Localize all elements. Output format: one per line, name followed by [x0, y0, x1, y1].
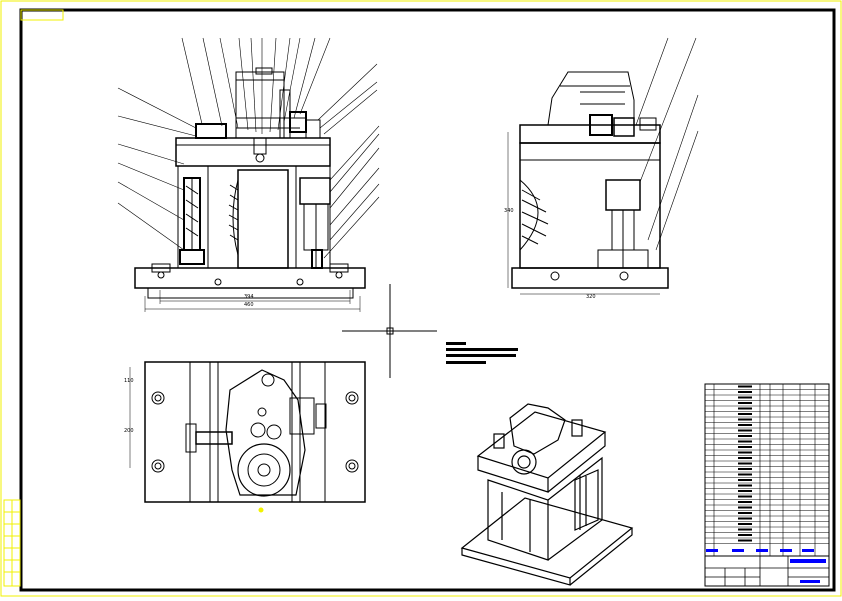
plan-dim-lower: 200	[124, 428, 134, 434]
parts-list-cell-mark	[738, 484, 752, 487]
parts-list-cell-mark	[738, 534, 752, 536]
front-view: 394 460	[117, 37, 380, 312]
parts-list-cell-mark	[738, 429, 752, 432]
parts-list-cell-mark	[738, 440, 752, 443]
parts-list-cell-mark	[738, 468, 752, 470]
parts-list-cell-mark	[738, 462, 752, 465]
plan-dim-upper: 110	[124, 378, 134, 384]
parts-list-cell-mark	[738, 490, 752, 492]
parts-list-cell-mark	[738, 501, 752, 503]
parts-list-cell-mark	[738, 523, 752, 525]
parts-list-cell-mark	[738, 512, 752, 514]
parts-list-cell-mark	[738, 413, 752, 415]
front-dim-overall: 460	[244, 302, 254, 308]
plan-view: 110 200	[124, 361, 366, 513]
corner-label-box	[20, 9, 64, 21]
parts-list-cell-mark	[738, 506, 752, 509]
side-view: 340 320	[504, 37, 699, 300]
parts-list-cell-mark	[738, 435, 752, 437]
parts-list-cell-mark	[738, 396, 752, 399]
parts-list	[704, 383, 830, 587]
parts-list-cell-mark	[738, 407, 752, 410]
title-block	[705, 549, 829, 586]
technical-notes	[446, 342, 518, 364]
front-dim-inner: 394	[244, 294, 254, 300]
parts-list-rows	[705, 385, 829, 544]
parts-list-cell-mark	[738, 424, 752, 426]
drawing-border	[19, 8, 836, 592]
isometric-view	[460, 403, 634, 586]
parts-list-cell-mark	[738, 385, 752, 388]
parts-list-cell-mark	[738, 451, 752, 454]
parts-list-cell-mark	[738, 457, 752, 459]
parts-list-cell-mark	[738, 391, 752, 393]
parts-list-cell-mark	[738, 473, 752, 476]
parts-list-cell-mark	[738, 528, 752, 531]
parts-list-cell-mark	[738, 479, 752, 481]
side-dim-width: 320	[586, 294, 596, 300]
parts-list-cell-mark	[738, 539, 752, 542]
parts-list-cell-mark	[738, 446, 752, 448]
parts-list-cell-mark	[738, 402, 752, 404]
parts-list-cell-mark	[738, 495, 752, 498]
center-crosshair	[342, 284, 437, 378]
parts-list-cell-mark	[738, 418, 752, 421]
side-dim-height: 340	[504, 208, 514, 214]
left-margin-tabs	[3, 499, 21, 587]
parts-list-cell-mark	[738, 517, 752, 520]
